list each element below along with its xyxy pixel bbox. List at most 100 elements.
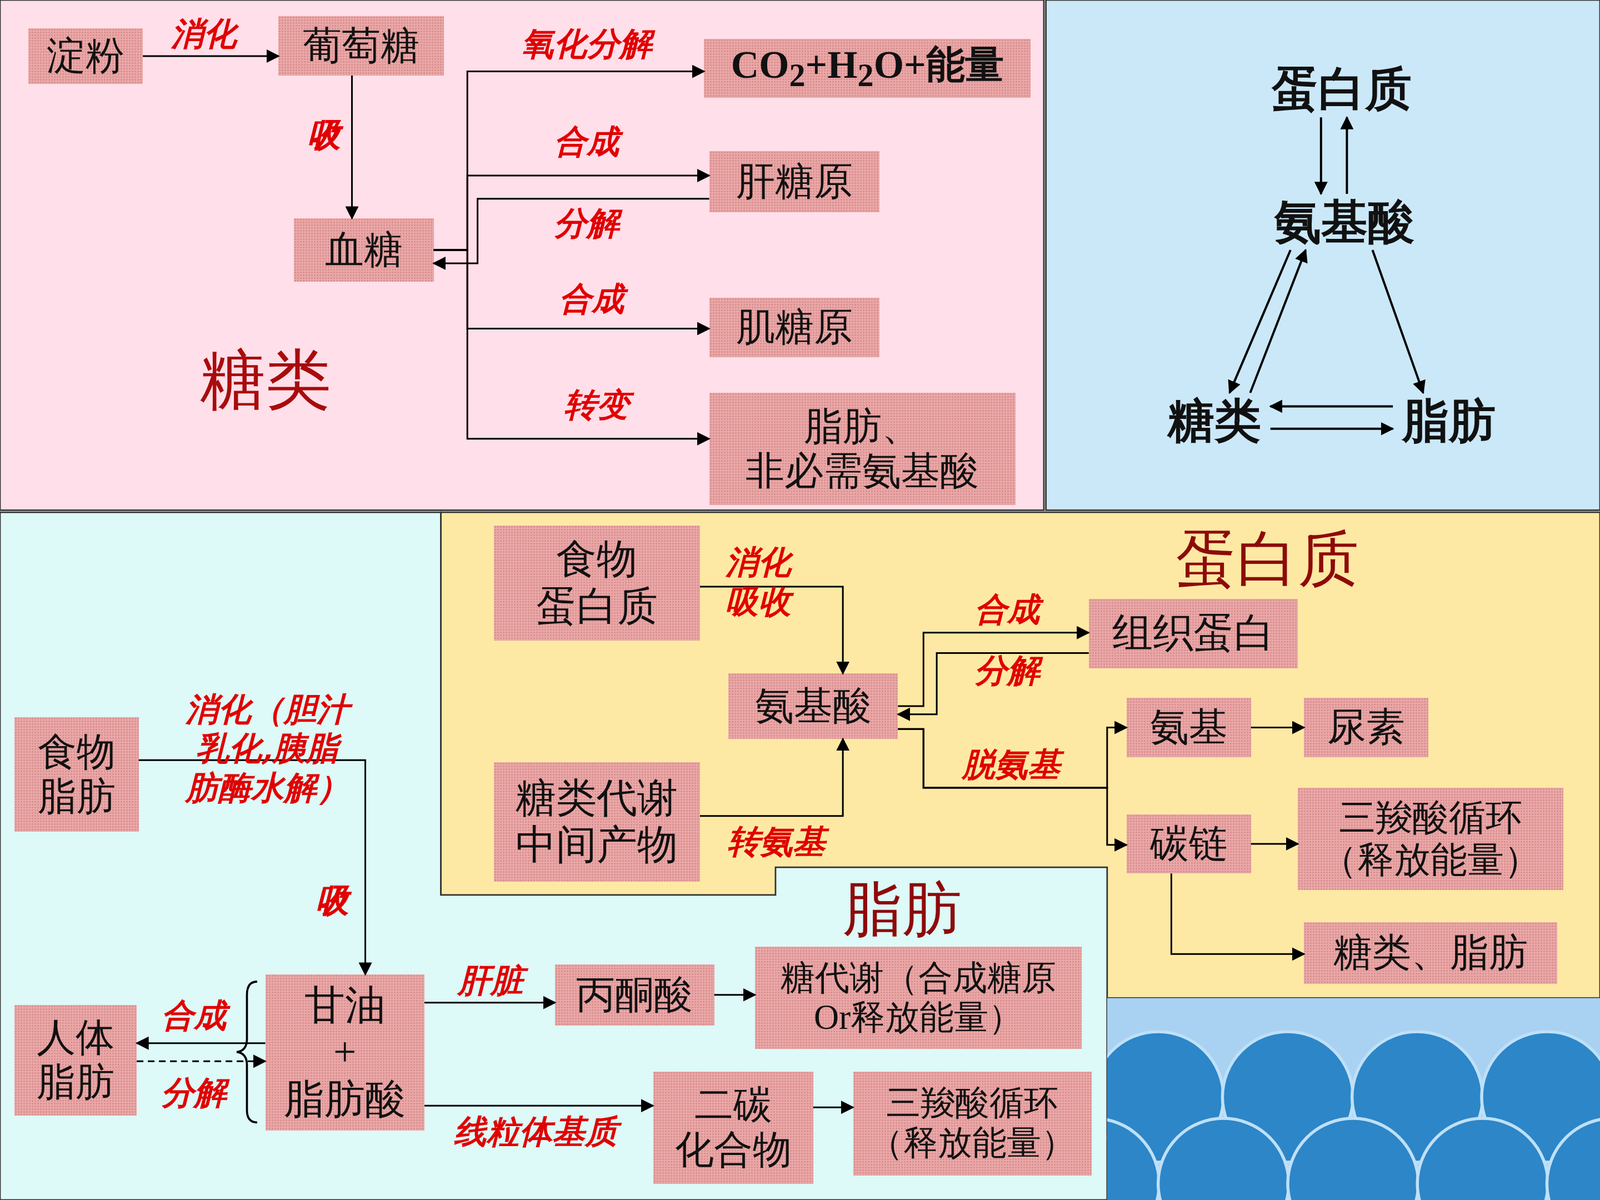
arrow-connector <box>714 993 755 996</box>
edge-label: 消化（胆汁 乳化,胰脂 肪酶水解） <box>155 690 380 808</box>
process-box: 血糖 <box>293 218 434 282</box>
edge-label: 合成 <box>961 590 1053 630</box>
node-text: 糖类代谢 中间产物 <box>499 775 695 869</box>
process-box: 人体 脂肪 <box>14 1005 137 1115</box>
decoration-circle <box>1417 1118 1548 1200</box>
decoration-circle <box>1107 1118 1160 1200</box>
text-node: 糖类 <box>1158 392 1271 449</box>
product-box: 三羧酸循环 （释放能量） <box>853 1071 1093 1176</box>
product-box: 糖类、脂肪 <box>1303 922 1558 984</box>
arrow-connector <box>433 175 710 250</box>
arrow-connector <box>424 1001 555 1004</box>
process-box: 组织蛋白 <box>1088 598 1299 669</box>
product-box: 脂肪、 非必需氨基酸 <box>709 392 1016 505</box>
arrow-connector <box>897 728 1127 845</box>
subscript: 2 <box>857 57 874 94</box>
process-box: 氨基酸 <box>728 673 898 739</box>
text-node: 氨基酸 <box>1260 193 1429 250</box>
product-box: 尿素 <box>1303 697 1429 758</box>
node-text: 食物 蛋白质 <box>499 536 695 630</box>
node-text: 血糖 <box>325 227 403 273</box>
arrow-connector <box>424 1105 653 1107</box>
node-text: 甘油 + 脂肪酸 <box>271 982 420 1123</box>
process-box: 食物 蛋白质 <box>493 525 700 642</box>
decoration-circle <box>1287 1118 1419 1200</box>
arrow-connector <box>433 198 710 264</box>
arrow-connector <box>897 632 1089 707</box>
arrow-connector <box>136 1042 265 1044</box>
arrow-connector <box>813 1106 854 1109</box>
edge-label: 合成 <box>540 122 633 162</box>
node-text: 三羧酸循环 （释放能量） <box>1303 796 1558 882</box>
arrow-connector <box>1251 726 1305 729</box>
process-box: 甘油 + 脂肪酸 <box>265 974 425 1131</box>
process-box: 丙酮酸 <box>555 964 715 1026</box>
node-text: 食物 脂肪 <box>20 730 134 820</box>
panel-heading: 糖类 <box>200 336 332 425</box>
process-box: 肝糖原 <box>709 151 880 213</box>
arrow-connector <box>1171 873 1304 954</box>
arrow-connector <box>142 55 279 58</box>
process-box: 肌糖原 <box>709 297 880 358</box>
node-text: 肝糖原 <box>736 159 853 204</box>
decoration-circle <box>1158 1118 1289 1200</box>
node-text: 淀粉 <box>46 33 125 79</box>
arrow-connector <box>351 75 353 219</box>
text-node: 脂肪 <box>1392 392 1505 449</box>
node-text: 蛋白质 <box>1271 62 1412 117</box>
text-node: 蛋白质 <box>1255 61 1429 118</box>
product-box: CO2+H2O+能量 <box>703 38 1031 99</box>
node-text: 葡萄糖 <box>302 23 420 69</box>
node-text: 尿素 <box>1327 705 1405 750</box>
arrow-connector <box>433 250 710 329</box>
sugar-panel <box>0 0 1044 510</box>
process-box: 碳链 <box>1126 814 1252 874</box>
node-text: 糖类、脂肪 <box>1333 930 1528 975</box>
node-text: CO2+H2O+能量 <box>731 42 1004 95</box>
edge-label: 合成 <box>546 279 638 319</box>
node-text: 氨基酸 <box>755 683 872 729</box>
arrow-connector <box>1270 427 1393 430</box>
arrow-connector <box>1250 250 1306 393</box>
arrow-connector <box>700 738 843 817</box>
node-text: 组织蛋白 <box>1112 610 1275 657</box>
process-box: 二碳 化合物 <box>653 1071 814 1184</box>
arrow-connector <box>1372 250 1423 393</box>
process-box: 糖类代谢 中间产物 <box>493 762 700 882</box>
node-text: 人体 脂肪 <box>20 1015 132 1105</box>
node-text: 肌糖原 <box>736 305 853 350</box>
node-text: 碳链 <box>1150 821 1228 867</box>
product-box: 糖代谢（合成糖原 Or释放能量） <box>755 946 1082 1049</box>
node-text: 氨基 <box>1150 705 1228 750</box>
decoration <box>1107 997 1600 1200</box>
arrow-connector <box>433 250 710 439</box>
edge-label: 脱氨基 <box>945 745 1078 785</box>
node-text: 糖代谢（合成糖原 Or释放能量） <box>760 958 1077 1039</box>
edge-label: 合成 <box>151 996 237 1036</box>
edge-label: 转氨基 <box>710 822 843 862</box>
process-box: 氨基 <box>1126 697 1252 758</box>
arrow-connector <box>136 1060 265 1063</box>
process-box: 葡萄糖 <box>278 16 444 76</box>
edge-label: 转变 <box>551 385 643 425</box>
product-box: 三羧酸循环 （释放能量） <box>1297 787 1564 890</box>
node-text: 脂肪、 非必需氨基酸 <box>715 404 1010 494</box>
node-text: 丙酮酸 <box>576 972 693 1018</box>
arrow-connector <box>897 727 1127 788</box>
arrow-connector <box>1345 117 1348 194</box>
arrow-connector <box>433 71 705 250</box>
edge-label: 肝脏 <box>445 961 537 1001</box>
fat-panel <box>0 512 1108 1200</box>
node-text: 氨基酸 <box>1274 195 1415 249</box>
edge-label: 线粒体基质 <box>428 1112 643 1152</box>
edge-label: 分解 <box>961 651 1053 691</box>
arrow-connector <box>1251 842 1298 845</box>
edge-label: 消化 <box>163 14 245 54</box>
node-text: 三羧酸循环 （释放能量） <box>858 1083 1087 1164</box>
arrow-connector <box>1229 250 1291 393</box>
node-text: 脂肪 <box>1402 393 1496 448</box>
panel-heading: 脂肪 <box>842 869 962 950</box>
edge-label: 分解 <box>151 1073 237 1113</box>
node-text: 糖类 <box>1167 393 1262 448</box>
